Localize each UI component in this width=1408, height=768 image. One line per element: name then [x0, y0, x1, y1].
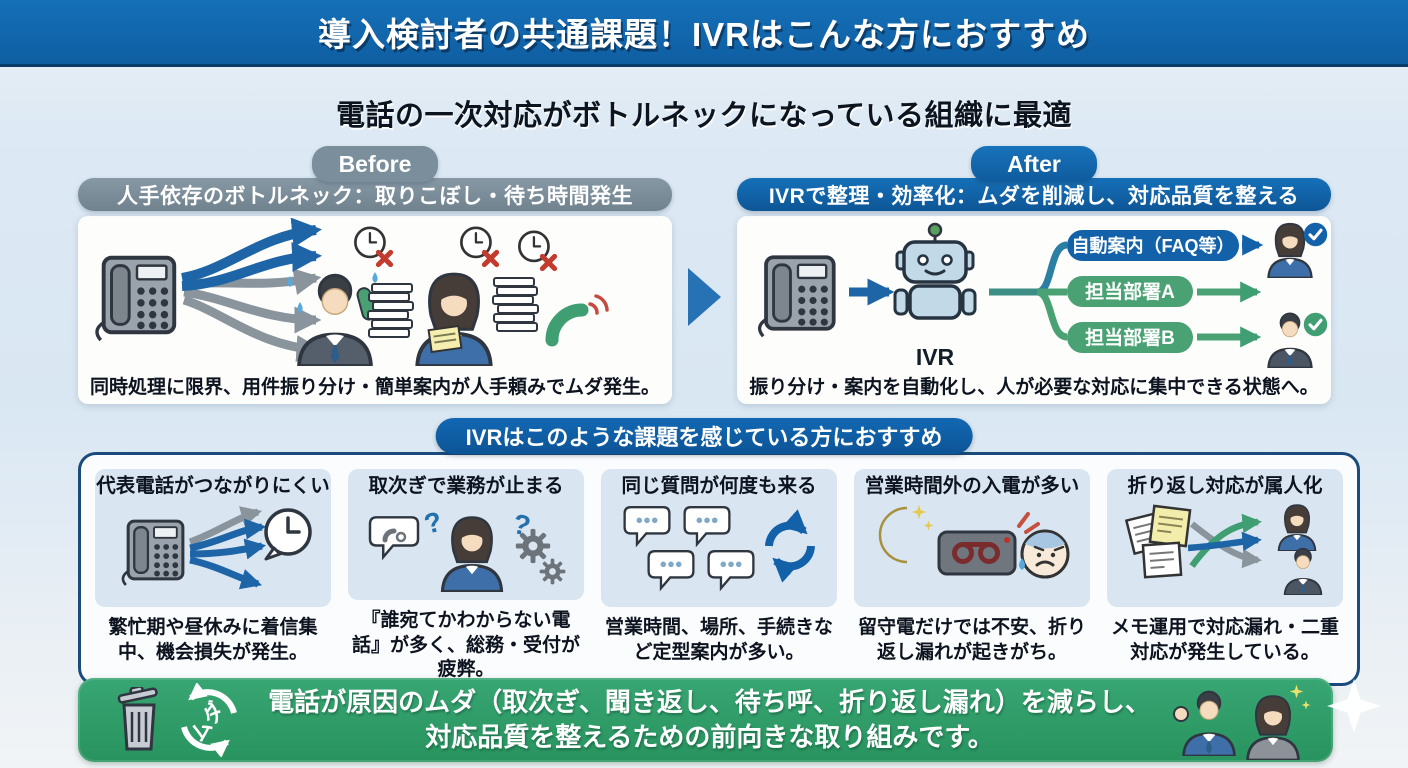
question-mark: ? — [421, 506, 445, 540]
card-1-caption: 繁忙期や昼休みに着信集中、機会損失が発生。 — [108, 617, 318, 663]
after-panel: IVR 自動案内（FAQ等） 担当部署A 担当部署B 振り分け・ — [737, 216, 1331, 404]
card-2-caption: 『誰宛てかわからない電話』が多く、総務・受付が疲弊。 — [351, 609, 580, 681]
card-2-title: 取次ぎで業務が止まる — [368, 475, 564, 497]
sparkle-icon — [1327, 679, 1381, 733]
speech-bubble-icon — [683, 506, 731, 546]
footer-line-2: 対応品質を整えるための前向きな取り組みです。 — [425, 722, 994, 752]
worried-face-icon — [1019, 529, 1070, 579]
before-header-label: 人手依存のボトルネック：取りこぼし・待ち時間発生 — [117, 184, 633, 208]
card-3-title: 同じ質問が何度も来る — [621, 475, 817, 497]
refresh-icon — [765, 509, 815, 584]
staff-woman-avatar — [1246, 694, 1300, 760]
footer-text: 電話が原因のムダ（取次ぎ、聞き返し、待ち呼、折り返し漏れ）を減らし、 対応品質を… — [246, 685, 1173, 755]
crossing-arrows-icon — [1187, 514, 1262, 569]
check-icon — [1303, 222, 1328, 247]
gear-icon — [539, 559, 566, 585]
staff-woman-avatar — [1277, 504, 1317, 552]
footer-line-1: 電話が原因のムダ（取次ぎ、聞き返し、待ち呼、折り返し漏れ）を減らし、 — [268, 686, 1151, 717]
staff-man-avatar — [1182, 690, 1236, 756]
title-banner: 導入検討者の共通課題！IVRはこんな方におすすめ — [0, 0, 1408, 67]
after-header-label: IVRで整理・効率化：ムダを削減し、対応品質を整える — [768, 184, 1300, 208]
after-illustration: IVR 自動案内（FAQ等） 担当部署A 担当部署B — [757, 222, 1328, 370]
memo-chaos-icon — [1124, 504, 1323, 596]
before-tab-label: Before — [338, 150, 412, 177]
card-5-title: 折り返し対応が属人化 — [1127, 475, 1323, 497]
before-illustration — [94, 218, 609, 366]
before-header-bar: 人手依存のボトルネック：取りこぼし・待ち時間発生 — [78, 178, 672, 211]
before-caption: 同時処理に限界、用件振り分け・簡単案内が人手頼みでムダ発生。 — [89, 377, 660, 398]
speech-bubble-icon — [707, 550, 755, 590]
page-title: 導入検討者の共通課題！IVRはこんな方におすすめ — [317, 16, 1090, 53]
challenges-header-label: IVRはこのような課題を感じている方におすすめ — [465, 425, 943, 450]
muda-recycle: ムダ — [172, 682, 246, 758]
answering-machine-icon — [937, 530, 1017, 576]
recycle-icon: ムダ — [181, 682, 237, 758]
after-hours-icon — [878, 505, 1070, 579]
card-5-caption: メモ運用で対応漏れ・二重対応が発生している。 — [1110, 617, 1339, 663]
challenge-card-2: 取次ぎで業務が止まる ? ? 『誰宛てかわからない電話』が多く、総務・受付が疲弊… — [348, 469, 584, 683]
challenges-container: 代表電話がつながりにくい 繁忙期や昼休みに着信集中、機会損失が発生。 取次 — [78, 452, 1360, 686]
call-arrows-icon — [181, 218, 324, 363]
phone-fanout-icon — [121, 506, 312, 590]
moon-icon — [878, 505, 934, 564]
staff-man-avatar — [1283, 548, 1323, 596]
memo-notes-icon — [1124, 504, 1192, 579]
card-3-box: 同じ質問が何度も来る — [601, 469, 837, 607]
after-header-bar: IVRで整理・効率化：ムダを削減し、対応品質を整える — [737, 178, 1331, 211]
ivr-label: IVR — [916, 344, 955, 370]
busy-operator-icon — [367, 272, 539, 366]
card-3-caption: 営業時間、場所、手続きなど定型案内が多い。 — [604, 617, 833, 663]
subtitle: 電話の一次対応がボトルネックになっている組織に最適 — [335, 100, 1073, 132]
card-4-title: 営業時間外の入電が多い — [864, 475, 1080, 497]
after-tab-label: After — [1007, 150, 1061, 177]
robot-icon — [893, 222, 977, 320]
clock-bubble-icon — [264, 508, 312, 561]
clock-missed-icon — [461, 228, 496, 265]
transition-arrow-icon — [688, 268, 721, 326]
clock-missed-icon — [519, 232, 554, 269]
branch-lines — [989, 241, 1068, 341]
after-tab: After — [971, 146, 1097, 182]
confused-receptionist-icon: ? ? — [368, 506, 566, 593]
branch-dept-a: 担当部署A — [1067, 276, 1262, 307]
before-panel: 同時処理に限界、用件振り分け・簡単案内が人手頼みでムダ発生。 — [78, 216, 672, 404]
challenges-header-pill: IVRはこのような課題を感じている方におすすめ — [435, 418, 973, 454]
branch-dept-b-label: 担当部署B — [1085, 326, 1175, 349]
speech-bubble-icon — [368, 516, 420, 559]
card-1-title: 代表電話がつながりにくい — [96, 475, 330, 497]
card-4-box: 営業時間外の入電が多い — [854, 469, 1090, 607]
receptionist-avatar — [440, 516, 504, 593]
trash-icon — [117, 687, 158, 751]
card-1-box: 代表電話がつながりにくい — [95, 469, 331, 607]
card-5-box: 折り返し対応が属人化 — [1107, 469, 1343, 607]
before-tab: Before — [312, 146, 438, 182]
clock-missed-icon — [355, 228, 390, 265]
alert-lines-icon — [1017, 512, 1040, 535]
branch-dept-b: 担当部署B — [1067, 322, 1262, 353]
challenge-card-1: 代表電話がつながりにくい 繁忙期や昼休みに着信集中、機会損失が発生。 — [95, 469, 331, 683]
sparkle-icon — [1301, 700, 1311, 710]
challenge-card-5: 折り返し対応が属人化 メモ運用で対応漏れ・二重対応が発生している。 — [1107, 469, 1343, 683]
card-2-box: 取次ぎで業務が止まる ? ? — [348, 469, 584, 600]
check-icon — [1303, 312, 1328, 337]
branch-faq-label: 自動案内（FAQ等） — [1071, 235, 1234, 256]
happy-staff-icon — [1173, 684, 1311, 760]
speech-bubble-icon — [623, 506, 671, 546]
repeat-questions-icon — [623, 506, 815, 590]
speech-bubble-icon — [647, 550, 695, 590]
card-4-caption: 留守電だけでは不安、折り返し漏れが起きがち。 — [857, 617, 1086, 663]
challenge-card-4: 営業時間外の入電が多い — [854, 469, 1090, 683]
branch-faq: 自動案内（FAQ等） — [1067, 230, 1264, 261]
sparkle-icon — [1289, 684, 1304, 699]
desk-phone-icon — [94, 255, 177, 343]
desk-phone-icon — [757, 255, 836, 339]
footer-banner: ムダ 電話が原因のムダ（取次ぎ、聞き返し、待ち呼、折り返し漏れ）を減らし、 対応… — [78, 678, 1333, 762]
after-caption: 振り分け・案内を自動化し、人が必要な対応に集中できる状態へ。 — [749, 377, 1319, 398]
gear-icon — [515, 529, 551, 564]
challenge-card-3: 同じ質問が何度も来る 営業時間、場所、手続きなど定型案内が多い。 — [601, 469, 837, 683]
ringing-phone-icon — [545, 294, 609, 347]
branch-dept-a-label: 担当部署A — [1085, 280, 1175, 303]
